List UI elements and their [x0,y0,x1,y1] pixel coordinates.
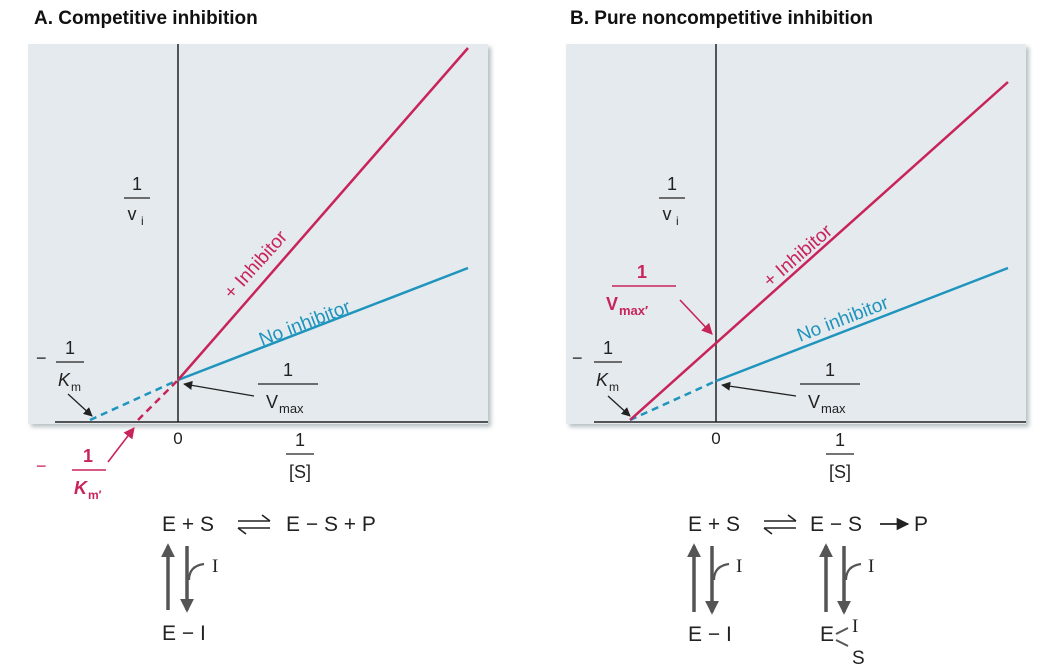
km-label-numerator: 1 [65,338,75,358]
y-label-numerator: 1 [132,174,142,194]
kmp-label-subscript: m′ [88,488,102,502]
panel-a-plot: 1 v i 0 1 [S] + Inhibitor No inhibitor 1… [28,44,488,502]
vmax-label-numerator: 1 [825,360,835,380]
vmaxp-label-numerator: 1 [637,262,647,282]
scheme-b-bottom-left: E − I [688,623,732,646]
kmp-label-denominator: K [74,478,89,498]
no-inhibitor-extrapolation [89,378,179,422]
panel-a-title: A. Competitive inhibition [34,8,258,29]
vmax-label-numerator: 1 [283,360,293,380]
x-label-denominator: [S] [289,462,311,482]
vmaxp-label-subscript: max′ [619,303,648,318]
y-label-denominator: v [128,204,137,224]
km-label-denominator: K [596,370,609,390]
scheme-b-bottom-right-i: I [852,616,858,637]
scheme-b-top-mid: E − S [810,513,862,536]
y-label-subscript: i [141,214,144,228]
equilibrium-forward-barb [261,514,271,522]
scheme-b-top-right: P [914,513,928,536]
scheme-b-top-left: E + S [688,513,740,536]
km-label-numerator: 1 [603,338,613,358]
plot-background [28,44,488,424]
equilibrium-forward-barb [787,514,797,522]
y-label-denominator: v [663,204,672,224]
panel-b-plot: 1 v i 0 1 [S] + Inhibitor No inhibitor 1… [566,44,1026,482]
vmax-arrow [721,381,797,397]
scheme-a-top-right: E − S + P [286,513,376,536]
km-label-subscript: m [609,380,619,394]
x-label-denominator: [S] [829,462,851,482]
kmp-label-sign: − [36,456,47,476]
km-label-sign: − [36,348,47,368]
vmaxp-label-denominator: V [606,294,618,314]
enzyme-substrate-bond [835,639,849,647]
enzyme-inhibitor-bond [835,627,849,635]
panel-b-scheme: E + S E − S P I I E − I E I S [687,513,928,669]
inhibitor-extrapolation [137,379,179,421]
scheme-a-inhibitor: I [212,556,218,577]
y-label-numerator: 1 [667,174,677,194]
inhibitor-line [177,47,469,381]
scheme-b-inhibitor-2: I [868,556,874,577]
vmax-label-subscript: max [279,401,304,416]
x-label-numerator: 1 [835,430,845,450]
vmax-label-subscript: max [821,401,846,416]
origin-label: 0 [711,429,720,448]
panel-a-scheme: E + S E − S + P I E − I [161,513,376,645]
km-label-subscript: m [71,380,81,394]
vmax-label-denominator: V [808,392,820,412]
inhibitor-line [629,81,1009,421]
scheme-b-inhibitor-hook-1 [712,562,730,581]
scheme-b-bottom-right-s: S [852,648,865,669]
no-inhibitor-line [715,266,1009,383]
x-label-numerator: 1 [295,430,305,450]
km-arrow [67,393,93,417]
equilibrium-reverse-barb [763,527,773,535]
y-label-subscript: i [676,214,679,228]
vmaxp-arrow [679,299,713,335]
vmax-arrow [183,380,255,397]
scheme-a-top-left: E + S [162,513,214,536]
km-label-denominator: K [58,370,71,390]
kmp-arrow [107,427,135,463]
no-inhibitor-extrapolation [629,379,717,422]
scheme-a-bottom: E − I [162,622,206,645]
kmp-label-numerator: 1 [83,446,93,466]
scheme-a-inhibitor-hook [187,562,205,581]
km-arrow [607,395,631,417]
no-inhibitor-line [177,266,469,382]
scheme-b-bottom-right-e: E [820,623,834,646]
scheme-b-inhibitor-hook-2 [844,562,862,581]
km-label-sign: − [572,348,583,368]
scheme-b-inhibitor-1: I [736,556,742,577]
origin-label: 0 [173,429,182,448]
panel-b-title: B. Pure noncompetitive inhibition [570,8,873,29]
plot-background [566,44,1026,424]
equilibrium-reverse-barb [237,527,247,535]
vmax-label-denominator: V [266,392,278,412]
